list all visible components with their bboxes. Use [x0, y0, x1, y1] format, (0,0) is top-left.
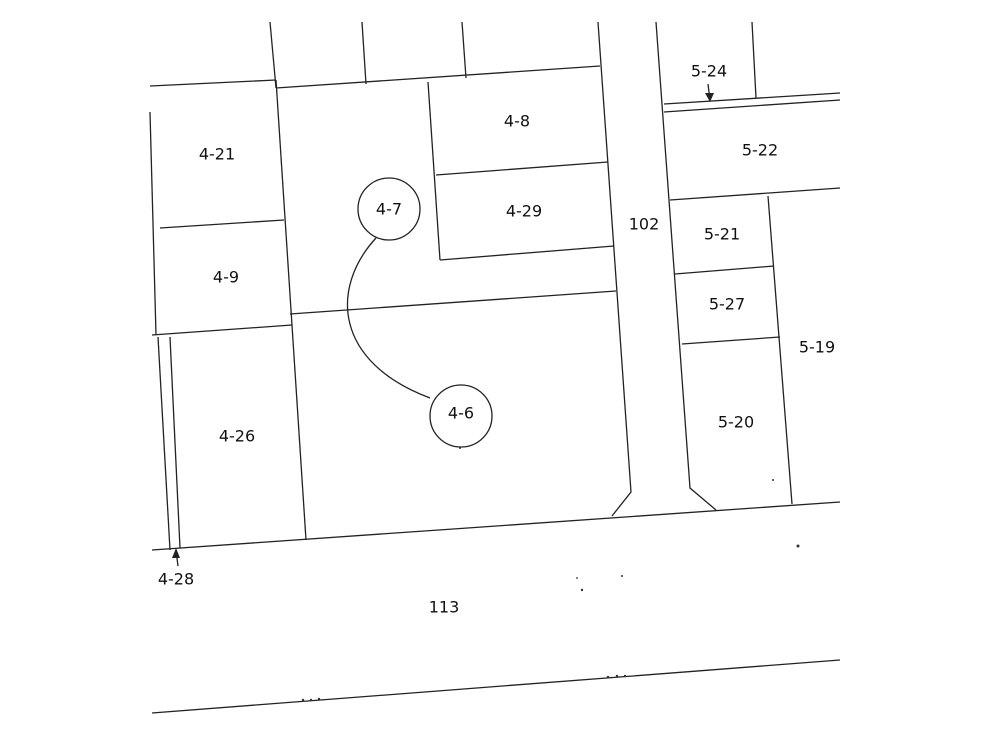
parcel-label-4-28: 4-28	[158, 570, 194, 589]
parcel-label-5-22: 5-22	[742, 141, 778, 160]
parcel-label-4-7: 4-7	[376, 200, 402, 219]
parcel-label-5-27: 5-27	[709, 295, 745, 314]
road-label-113: 113	[429, 598, 460, 617]
parcel-label-5-19: 5-19	[799, 338, 835, 357]
parcel-4-6-circle	[429, 384, 493, 448]
parcel-label-5-20: 5-20	[718, 413, 754, 432]
parcel-label-4-8: 4-8	[504, 112, 530, 131]
parcel-label-4-21: 4-21	[199, 145, 235, 164]
parcel-4-7-circle	[357, 177, 421, 241]
scan-specks	[301, 447, 800, 702]
parcel-label-4-6: 4-6	[448, 404, 474, 423]
parcel-label-4-29: 4-29	[506, 202, 542, 221]
parcel-boundaries	[149, 21, 841, 714]
road-label-102: 102	[629, 215, 660, 234]
parcel-label-5-21: 5-21	[704, 225, 740, 244]
parcel-label-5-24: 5-24	[691, 62, 727, 81]
parcel-label-4-26: 4-26	[219, 427, 255, 446]
parcel-label-4-9: 4-9	[213, 268, 239, 287]
